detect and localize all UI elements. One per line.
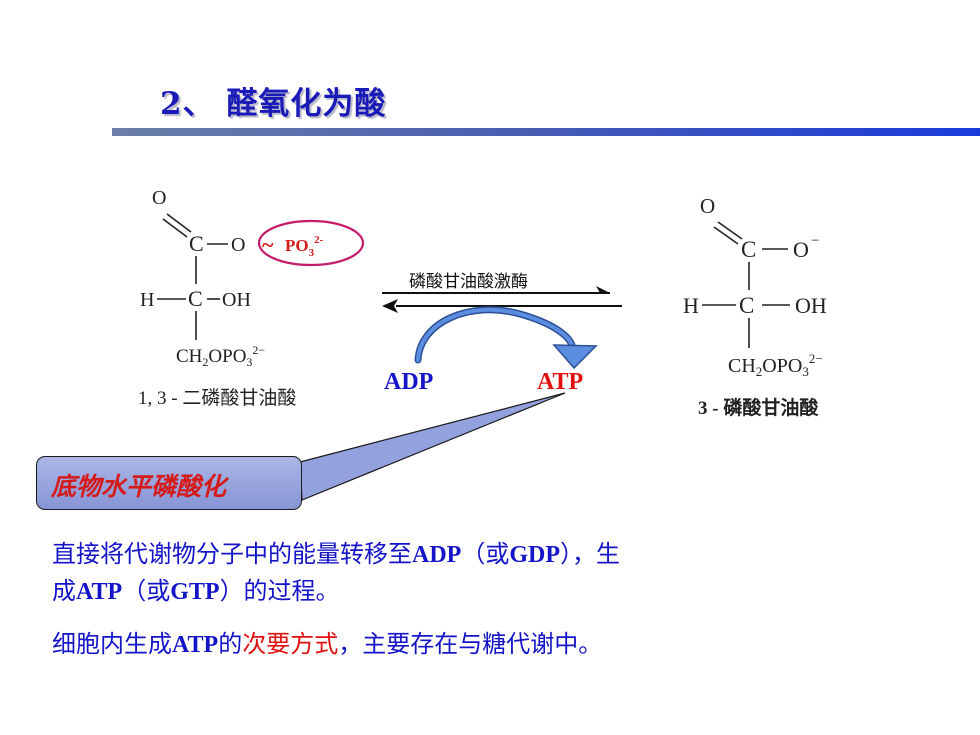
reactant-c2: C [188,286,203,311]
definition-text-6: ）的过程。 [219,577,340,605]
callout-label: 底物水平磷酸化 [51,472,227,501]
definition-gtp: GTP [170,579,220,605]
role-text-3: ，主要存在与糖代谢中。 [338,630,603,658]
product-o-minus: O [793,237,809,262]
definition-adp: ADP [412,542,462,568]
reactant-ch2-group: CH2OPO32− [176,343,265,369]
definition-line-1: 直接将代谢物分子中的能量转移至ADP（或GDP），生 [52,536,932,573]
product-name: 3 - 磷酸甘油酸 [698,396,819,419]
reactant-double-bond-b [162,218,188,238]
role-text-1: 细胞内生成 [52,630,172,658]
reactant-o-top: O [152,187,166,209]
definition-text-4: 成 [52,577,76,605]
phosphate-group: PO32- [285,234,324,259]
role-text-2: 的 [218,630,243,658]
product-c2: C [739,293,754,318]
definition-paragraph: 直接将代谢物分子中的能量转移至ADP（或GDP），生 成ATP（或GTP）的过程… [52,536,932,610]
slide-title: 2、 醛氧化为酸 [160,86,387,122]
reactant-name: 1, 3 - 二磷酸甘油酸 [138,387,296,409]
reactant-o-ester: O [231,234,245,256]
curved-arrow-body [416,307,574,362]
forward-arrow-head [596,286,610,293]
definition-text-2: （或 [461,540,510,568]
callout-pointer [299,392,566,501]
substrate-level-phosphorylation-callout: 底物水平磷酸化 [36,456,302,510]
adp-label: ADP [384,369,433,395]
curved-arrow-body-outline [414,306,576,364]
role-paragraph: 细胞内生成ATP的次要方式，主要存在与糖代谢中。 [52,626,932,663]
equilibrium-arrows: 磷酸甘油酸激酶 [382,272,622,313]
product-c1: C [741,237,756,262]
enzyme-label: 磷酸甘油酸激酶 [409,272,528,292]
phosphate-tilde: ~ [262,232,274,257]
product-h: H [683,293,699,318]
product-double-bond-a [717,221,743,240]
phosphate-highlight-ellipse [257,219,365,267]
definition-text-1: 直接将代谢物分子中的能量转移至 [52,540,412,568]
definition-text-3: ），生 [560,540,620,568]
atp-label: ATP [537,369,583,395]
reverse-arrow-head [382,299,398,313]
reactant-oh: OH [222,289,251,311]
product-structure: O C O − H C OH CH2OPO32− 3 - 磷酸甘油酸 [683,194,827,419]
reactant-structure: O C O H C OH CH2OPO32− 1, 3 - 二磷酸甘油酸 ~ P… [138,187,365,409]
title-underline-bar [112,128,980,136]
reactant-double-bond-a [166,213,192,233]
product-ch2-group: CH2OPO32− [728,351,823,379]
role-highlight: 次要方式 [242,630,339,658]
product-oh: OH [795,293,827,318]
definition-atp: ATP [76,579,123,605]
product-o-top: O [700,194,715,218]
definition-line-2: 成ATP（或GTP）的过程。 [52,573,932,610]
definition-gdp: GDP [509,542,560,568]
product-minus-charge: − [811,233,819,249]
role-atp: ATP [172,632,219,658]
definition-text-5: （或 [122,577,171,605]
reactant-h: H [140,289,154,311]
curved-arrow-head [552,344,598,370]
reactant-c1: C [189,231,204,256]
product-double-bond-b [713,226,739,245]
adp-atp-curved-arrow [414,306,598,370]
